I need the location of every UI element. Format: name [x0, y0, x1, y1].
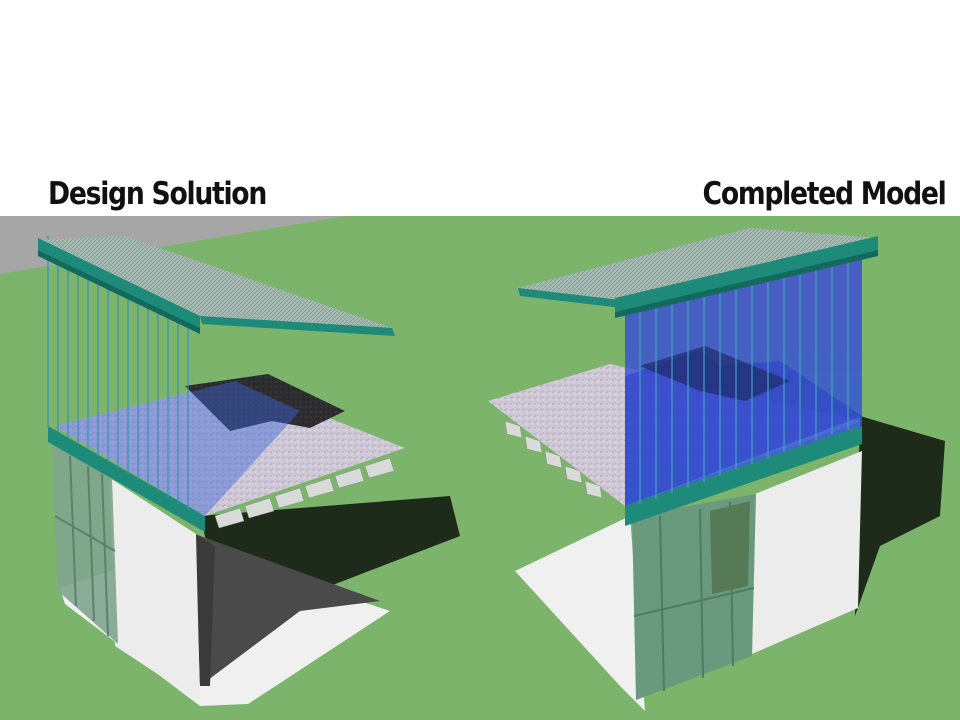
right-floor-slab	[515, 516, 645, 711]
left-metal-roof	[40, 236, 392, 328]
right-lower-beam	[625, 426, 862, 526]
left-top-beam	[38, 238, 200, 328]
left-interior	[195, 534, 380, 686]
right-metal-roof	[518, 228, 878, 300]
right-top-beam	[615, 236, 878, 312]
left-lower-beam	[48, 426, 205, 532]
left-wall	[110, 478, 200, 702]
right-shadow	[855, 416, 945, 616]
left-vertical-rods	[47, 236, 189, 510]
right-vertical-rods	[639, 256, 849, 504]
model-render-scene	[0, 216, 960, 720]
left-dark-roof	[185, 374, 345, 431]
left-glass-wall	[52, 441, 118, 644]
right-wall	[752, 451, 862, 654]
design-solution-title: Design Solution	[48, 176, 267, 212]
completed-model	[488, 228, 945, 711]
design-solution-model	[38, 236, 460, 706]
completed-model-title: Completed Model	[703, 176, 947, 212]
